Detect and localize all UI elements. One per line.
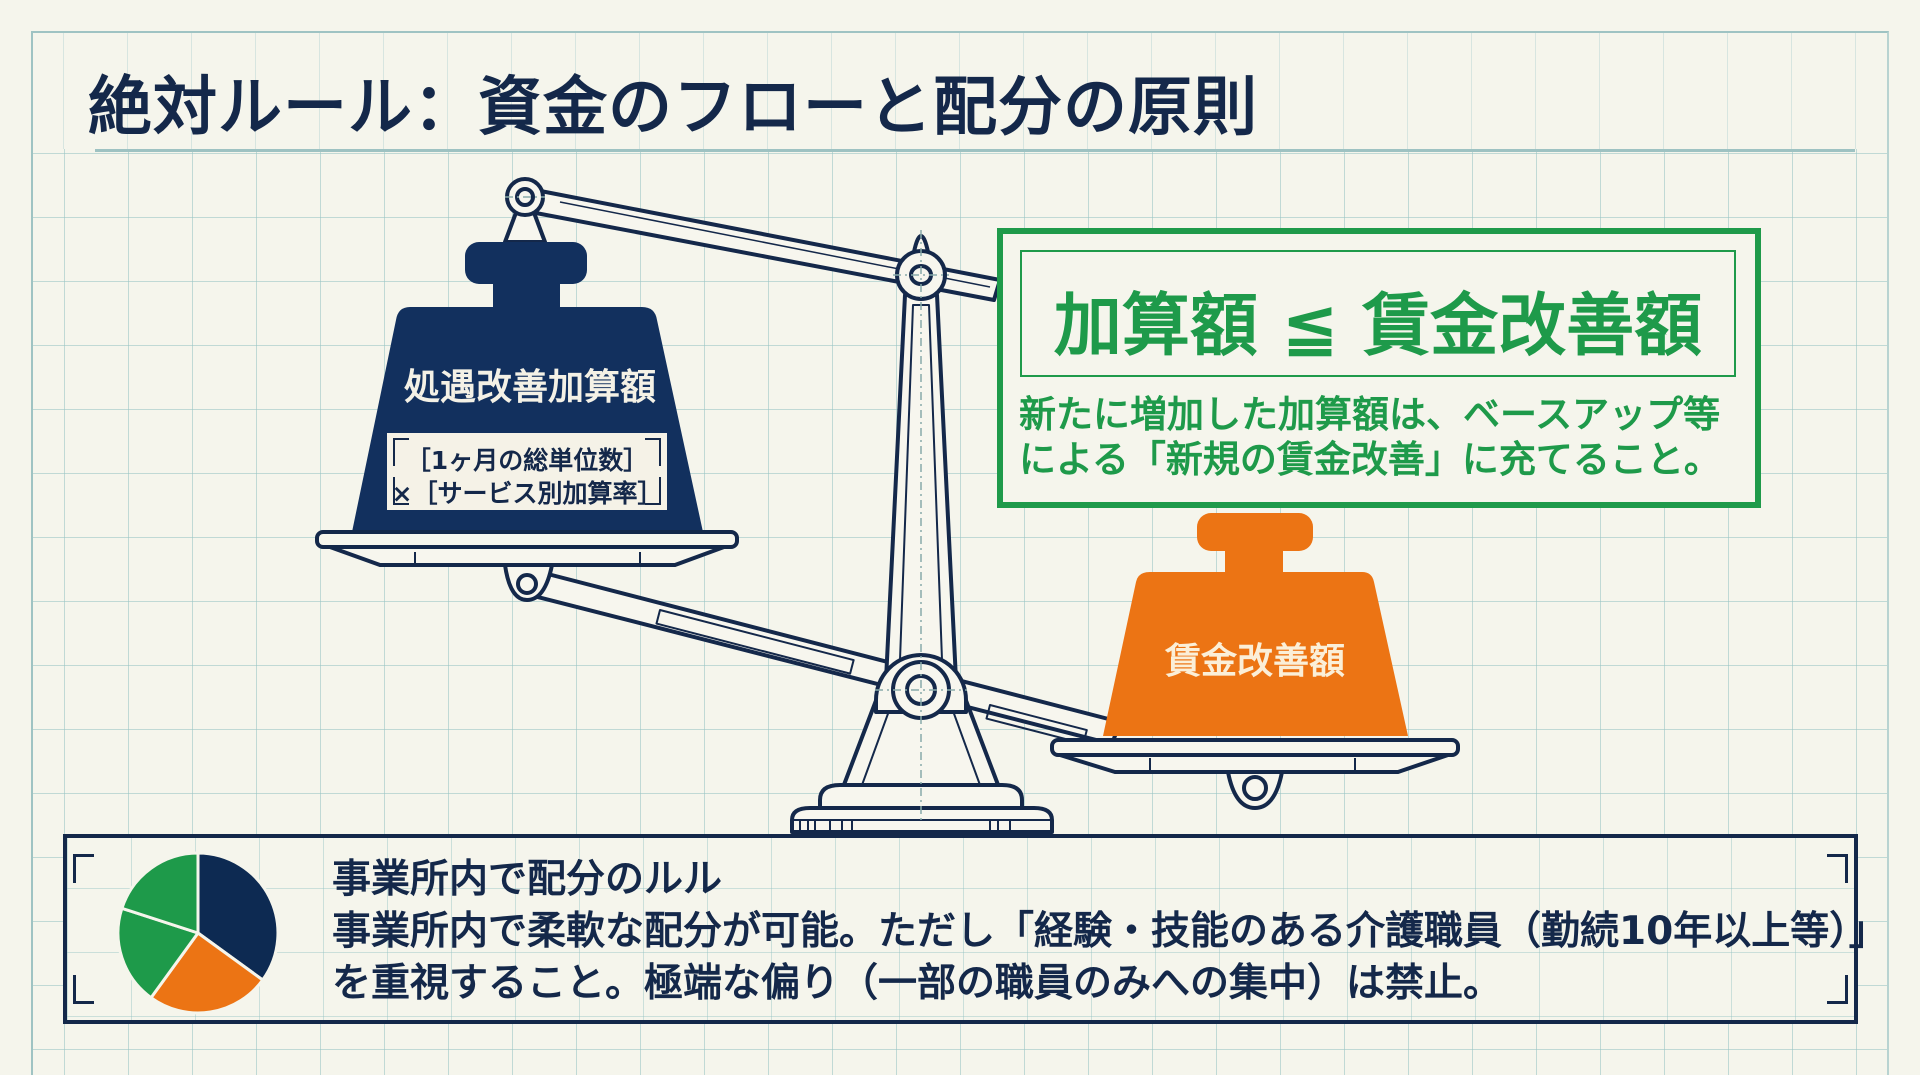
title-divider [95, 149, 1855, 152]
corner-bracket [393, 438, 409, 466]
distribution-heading: 事業所内で配分のルル [332, 857, 723, 902]
corner-bracket [645, 477, 661, 505]
right-pan [1050, 738, 1460, 810]
formula-line-2: ×［サービス別加算率］ [391, 479, 663, 508]
corner-bracket [1827, 854, 1848, 883]
page-title: 絶対ルール：資金のフローと配分の原則 [88, 71, 1258, 145]
pie-chart-icon [116, 851, 280, 1015]
lower-beam [532, 570, 1122, 746]
left-pan [315, 530, 739, 602]
principle-formula: 加算額 ≦ 賃金改善額 [1053, 287, 1703, 366]
corner-bracket [73, 975, 94, 1004]
principle-line-1: 新たに増加した加算額は、ベースアップ等 [1019, 393, 1721, 436]
formula-line-1: ［1ヶ月の総単位数］ [405, 446, 649, 475]
principle-description: 新たに増加した加算額は、ベースアップ等 による「新規の賃金改善」に充てること。 [1019, 392, 1759, 482]
principle-line-2: による「新規の賃金改善」に充てること。 [1019, 438, 1721, 481]
header-band [33, 33, 1887, 149]
principle-box: 加算額 ≦ 賃金改善額 新たに増加した加算額は、ベースアップ等 による「新規の賃… [997, 228, 1761, 508]
distribution-rule-text: 事業所内で配分のルル 事業所内で柔軟な配分が可能。ただし「経験・技能のある介護職… [332, 854, 1888, 1010]
corner-bracket [393, 477, 409, 505]
left-weight-label: 処遇改善加算額 [403, 367, 656, 408]
corner-bracket [73, 854, 94, 883]
corner-bracket [1827, 975, 1848, 1004]
corner-bracket [645, 438, 661, 466]
calculation-formula-box: ［1ヶ月の総単位数］ ×［サービス別加算率］ [387, 433, 667, 510]
distribution-rule-box: 事業所内で配分のルル 事業所内で柔軟な配分が可能。ただし「経験・技能のある介護職… [63, 834, 1888, 1024]
right-weight-label: 賃金改善額 [1164, 641, 1345, 682]
formula-frame: 加算額 ≦ 賃金改善額 [1020, 250, 1736, 377]
distribution-line-2: を重視すること。極端な偏り（一部の職員のみへの集中）は禁止。 [332, 961, 1503, 1006]
distribution-line-1: 事業所内で柔軟な配分が可能。ただし「経験・技能のある介護職員（勤続10年以上等）… [332, 909, 1888, 954]
right-weight [1103, 513, 1408, 736]
